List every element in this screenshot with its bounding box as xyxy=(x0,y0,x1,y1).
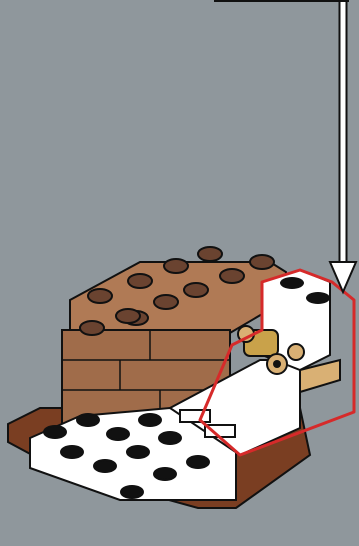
stud xyxy=(44,426,66,438)
stud xyxy=(121,486,143,498)
stud xyxy=(154,295,178,309)
stud xyxy=(187,456,209,468)
stud xyxy=(80,321,104,335)
stud xyxy=(127,446,149,458)
stud xyxy=(139,414,161,426)
stud xyxy=(77,414,99,426)
stud xyxy=(94,460,116,472)
stud xyxy=(250,255,274,269)
stud xyxy=(128,274,152,288)
stud xyxy=(159,432,181,444)
stud xyxy=(88,289,112,303)
stud xyxy=(116,309,140,323)
stud xyxy=(184,283,208,297)
white-stud xyxy=(280,277,304,289)
stud xyxy=(154,468,176,480)
stud xyxy=(220,269,244,283)
white-stud xyxy=(306,292,330,304)
ramp-tile xyxy=(180,410,210,422)
stud xyxy=(198,247,222,261)
stud xyxy=(61,446,83,458)
stud xyxy=(107,428,129,440)
stud xyxy=(164,259,188,273)
